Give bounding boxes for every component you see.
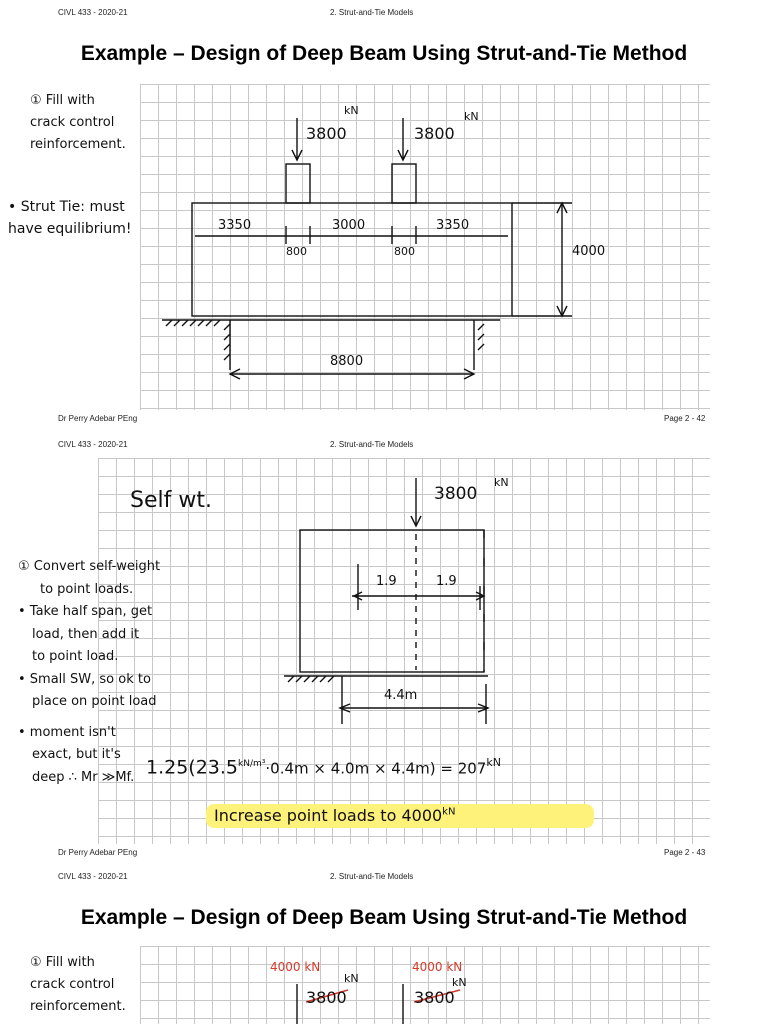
self-wt-load-unit: kN xyxy=(494,476,509,489)
note-line: to point load. xyxy=(32,649,119,664)
dim-4-4m: 4.4m xyxy=(384,688,418,703)
footer-page: Page 2 - 42 xyxy=(664,414,706,423)
highlight-mark xyxy=(206,804,594,828)
new-load-left: 4000 kN xyxy=(270,960,321,974)
header-course: CIVL 433 - 2020-21 xyxy=(58,440,128,449)
slide-page-2-42: CIVL 433 - 2020-21 2. Strut-and-Tie Mode… xyxy=(0,0,768,428)
note-line: exact, but it's xyxy=(32,747,121,762)
equation-factor: 1.25(23.5 xyxy=(146,756,239,779)
header-chapter: 2. Strut-and-Tie Models xyxy=(330,8,414,17)
dim-3350-left: 3350 xyxy=(218,218,252,233)
note-line: • Small SW, so ok to xyxy=(18,671,151,687)
note-line: ① Fill with xyxy=(30,93,95,108)
old-load-left: 3800 xyxy=(306,988,347,1007)
note-equilibrium: • Strut Tie: must have equilibrium! xyxy=(8,196,132,240)
header-course: CIVL 433 - 2020-21 xyxy=(58,8,128,17)
equation-result-unit: kN xyxy=(486,756,501,769)
note-line: crack control xyxy=(30,977,115,992)
unit-right: kN xyxy=(452,976,467,989)
half-span-sketch xyxy=(284,478,490,724)
note-line: • Strut Tie: must xyxy=(8,199,125,215)
note-line: have equilibrium! xyxy=(8,221,132,237)
slide-page-2-44: CIVL 433 - 2020-21 2. Strut-and-Tie Mode… xyxy=(0,868,768,1024)
equation-rest: ·0.4m × 4.0m × 4.4m) = 207 xyxy=(265,759,487,778)
footer-author: Dr Perry Adebar PEng xyxy=(58,414,138,423)
dim-3000: 3000 xyxy=(332,218,366,233)
dim-800-right: 800 xyxy=(394,245,415,258)
dim-3350-right: 3350 xyxy=(436,218,470,233)
dim-800-left: 800 xyxy=(286,245,307,258)
equation-unit: kN/m³ xyxy=(238,759,266,769)
load-left-unit: kN xyxy=(344,104,359,117)
footer-page: Page 2 - 43 xyxy=(664,848,706,857)
dim-1-9-left: 1.9 xyxy=(376,574,397,589)
grid-paper xyxy=(98,458,710,844)
self-weight-notes: ① Convert self-weight to point loads. • … xyxy=(18,556,160,789)
note-line: crack control xyxy=(30,115,115,130)
note-fill: ① Fill with crack control reinforcement. xyxy=(30,952,126,1018)
header-chapter: 2. Strut-and-Tie Models xyxy=(330,440,414,449)
note-line: deep ∴ Mr ≫Mf. xyxy=(32,769,135,785)
note-line: place on point load xyxy=(32,694,157,709)
note-line: to point loads. xyxy=(40,581,134,597)
load-left-value: 3800 xyxy=(306,124,347,143)
self-wt-load-value: 3800 xyxy=(434,484,478,504)
note-line: reinforcement. xyxy=(30,137,126,152)
old-load-right: 3800 xyxy=(414,988,455,1007)
load-right-unit: kN xyxy=(464,110,479,123)
load-right-value: 3800 xyxy=(414,124,455,143)
dim-height: 4000 xyxy=(572,244,606,259)
increase-text: Increase point loads to 4000 xyxy=(214,806,443,825)
footer-author: Dr Perry Adebar PEng xyxy=(58,848,138,857)
self-wt-label: Self wt. xyxy=(130,488,212,513)
note-line: ① Convert self-weight xyxy=(18,559,161,574)
slide-page-2-43: CIVL 433 - 2020-21 2. Strut-and-Tie Mode… xyxy=(0,434,768,862)
slide-title: Example – Design of Deep Beam Using Stru… xyxy=(80,42,688,65)
dim-span: 8800 xyxy=(330,354,364,369)
increase-loads-note: Increase point loads to 4000kN xyxy=(214,806,455,825)
new-load-right: 4000 kN xyxy=(412,960,463,974)
header-chapter: 2. Strut-and-Tie Models xyxy=(330,872,414,881)
grid-paper xyxy=(140,84,710,410)
slide-title: Example – Design of Deep Beam Using Stru… xyxy=(80,906,688,929)
note-line: reinforcement. xyxy=(30,999,126,1014)
note-line: • Take half span, get xyxy=(18,604,153,619)
self-weight-equation: 1.25(23.5kN/m³·0.4m × 4.0m × 4.4m) = 207… xyxy=(146,756,501,778)
note-fill: ① Fill with crack control reinforcement. xyxy=(30,90,126,156)
header-course: CIVL 433 - 2020-21 xyxy=(58,872,128,881)
unit-left: kN xyxy=(344,972,359,985)
increase-unit: kN xyxy=(442,806,456,818)
note-line: load, then add it xyxy=(32,626,140,642)
deep-beam-sketch-revised xyxy=(296,984,461,1024)
grid-paper xyxy=(140,946,710,1024)
note-line: • moment isn't xyxy=(18,724,116,740)
dim-1-9-right: 1.9 xyxy=(436,574,457,589)
note-line: ① Fill with xyxy=(30,955,95,970)
deep-beam-sketch xyxy=(162,118,572,380)
